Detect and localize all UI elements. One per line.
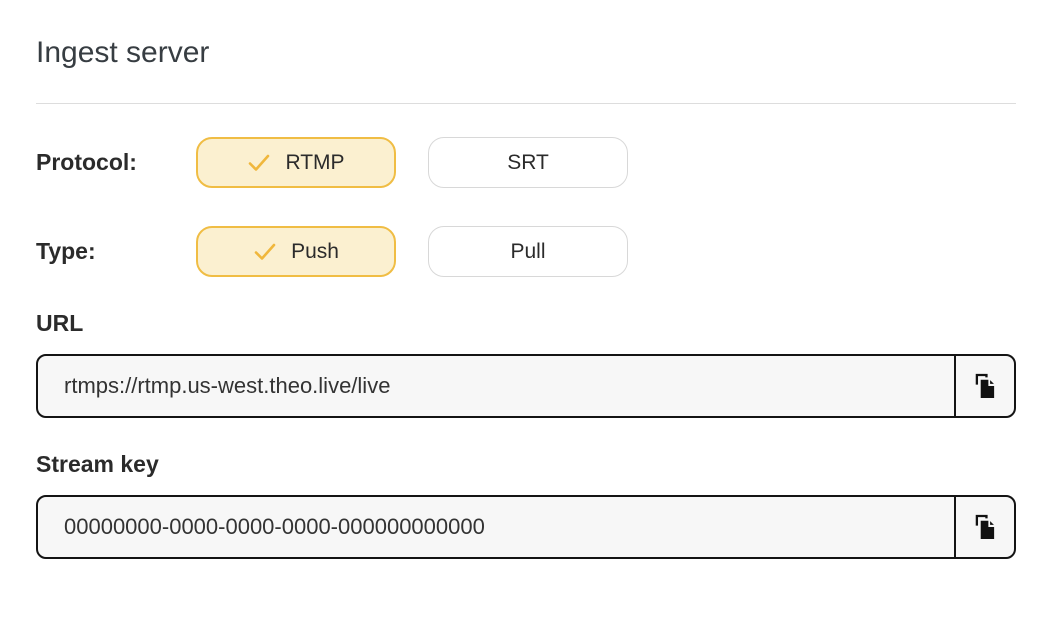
- stream-key-label: Stream key: [36, 451, 159, 477]
- copy-icon: [974, 514, 997, 541]
- check-icon: [253, 242, 277, 262]
- url-input[interactable]: [38, 356, 954, 416]
- type-label: Type:: [36, 238, 96, 264]
- type-option-push-label: Push: [291, 239, 339, 263]
- check-icon: [247, 153, 271, 173]
- type-option-push[interactable]: Push: [196, 226, 396, 277]
- stream-key-input-group: [36, 495, 1016, 559]
- protocol-option-rtmp-label: RTMP: [285, 150, 345, 174]
- protocol-label: Protocol:: [36, 149, 137, 175]
- type-row: Type: Push Pull: [36, 226, 1016, 277]
- type-option-pull[interactable]: Pull: [428, 226, 628, 277]
- protocol-row: Protocol: RTMP SRT: [36, 137, 1016, 188]
- type-option-pull-label: Pull: [510, 239, 546, 263]
- page-title: Ingest server: [36, 36, 210, 69]
- copy-icon: [974, 373, 997, 400]
- divider: [36, 103, 1016, 104]
- url-label: URL: [36, 310, 84, 336]
- copy-stream-key-button[interactable]: [954, 497, 1014, 557]
- copy-url-button[interactable]: [954, 356, 1014, 416]
- stream-key-input[interactable]: [38, 497, 954, 557]
- url-input-group: [36, 354, 1016, 418]
- protocol-option-rtmp[interactable]: RTMP: [196, 137, 396, 188]
- protocol-option-srt-label: SRT: [507, 150, 549, 174]
- protocol-option-srt[interactable]: SRT: [428, 137, 628, 188]
- ingest-server-panel: Ingest server Protocol: RTMP SRT Type: P…: [0, 33, 1052, 559]
